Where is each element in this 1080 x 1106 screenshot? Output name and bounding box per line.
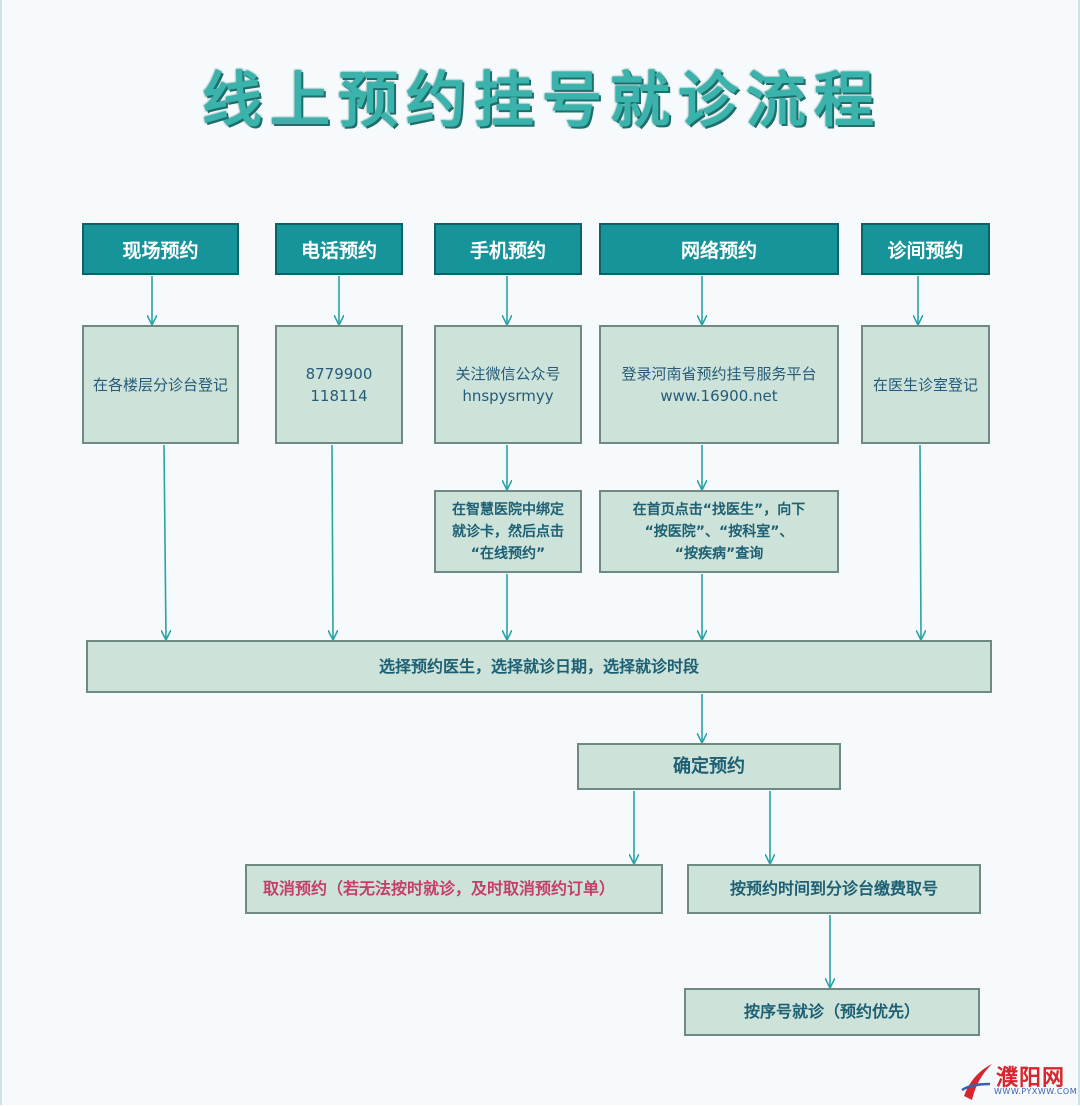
- phone-step1: 8779900 118114: [275, 325, 403, 444]
- mobile-step1: 关注微信公众号 hnspysrmyy: [434, 325, 582, 444]
- web-step1-line: 登录河南省预约挂号服务平台: [621, 364, 817, 383]
- clinic-step1: 在医生诊室登记: [861, 325, 990, 444]
- mobile-step2-line: “在线预约”: [470, 545, 546, 562]
- channel-onsite-header: 现场预约: [82, 223, 239, 275]
- channel-clinic-label: 诊间预约: [887, 239, 964, 262]
- arrow-clinic-select: [920, 444, 921, 639]
- channel-clinic-header: 诊间预约: [861, 223, 990, 275]
- pay-step: 按预约时间到分诊台缴费取号: [687, 864, 981, 914]
- mobile-step1-line: 关注微信公众号: [455, 364, 561, 383]
- web-step2-line: 在首页点击“找医生”，向下: [632, 501, 806, 518]
- confirm-label: 确定预约: [673, 755, 745, 777]
- mobile-step2-line: 在智慧医院中绑定: [452, 501, 564, 518]
- web-step2-line: “按医院”、“按科室”、: [644, 523, 794, 540]
- web-step2: 在首页点击“找医生”，向下 “按医院”、“按科室”、 “按疾病”查询: [599, 490, 839, 573]
- watermark-name: 濮阳网: [996, 1066, 1066, 1091]
- channel-mobile-label: 手机预约: [469, 239, 546, 262]
- visit-step: 按序号就诊（预约优先）: [684, 988, 980, 1036]
- channel-onsite-label: 现场预约: [122, 239, 199, 262]
- channel-web-label: 网络预约: [680, 239, 757, 262]
- channel-web-header: 网络预约: [599, 223, 839, 275]
- web-url: www.16900.net: [660, 386, 778, 405]
- cancel-step: 取消预约（若无法按时就诊，及时取消预约订单）: [245, 864, 663, 914]
- watermark-logo: 濮阳网 WWW.PYXWW.COM: [960, 1060, 1080, 1102]
- select-doctor-step: 选择预约医生，选择就诊日期，选择就诊时段: [86, 640, 992, 693]
- onsite-step1-line: 在各楼层分诊台登记: [92, 375, 228, 394]
- pay-label: 按预约时间到分诊台缴费取号: [729, 879, 938, 898]
- page-title: 线上预约挂号就诊流程: [202, 66, 882, 136]
- select-doctor-label: 选择预约医生，选择就诊日期，选择就诊时段: [378, 656, 699, 676]
- wechat-account: hnspysrmyy: [462, 386, 554, 405]
- web-step2-line: “按疾病”查询: [674, 545, 764, 562]
- visit-label: 按序号就诊（预约优先）: [743, 1002, 920, 1021]
- mobile-step2: 在智慧医院中绑定 就诊卡，然后点击 “在线预约”: [434, 490, 582, 573]
- web-step1: 登录河南省预约挂号服务平台 www.16900.net: [599, 325, 839, 444]
- channel-mobile-header: 手机预约: [434, 223, 582, 275]
- watermark-url: WWW.PYXWW.COM: [994, 1087, 1078, 1096]
- arrow-phone-select: [332, 444, 333, 639]
- phone-number-2: 118114: [310, 386, 368, 405]
- phone-number-1: 8779900: [305, 364, 373, 383]
- channel-phone-label: 电话预约: [300, 239, 377, 262]
- clinic-step1-line: 在医生诊室登记: [872, 375, 978, 394]
- mobile-step2-line: 就诊卡，然后点击: [452, 523, 564, 540]
- cancel-label: 取消预约（若无法按时就诊，及时取消预约订单）: [263, 879, 616, 898]
- channel-phone-header: 电话预约: [275, 223, 403, 275]
- arrow-onsite-select: [164, 444, 166, 639]
- onsite-step1: 在各楼层分诊台登记: [82, 325, 239, 444]
- logo-swoosh-icon: [961, 1064, 992, 1100]
- confirm-step: 确定预约: [577, 743, 841, 790]
